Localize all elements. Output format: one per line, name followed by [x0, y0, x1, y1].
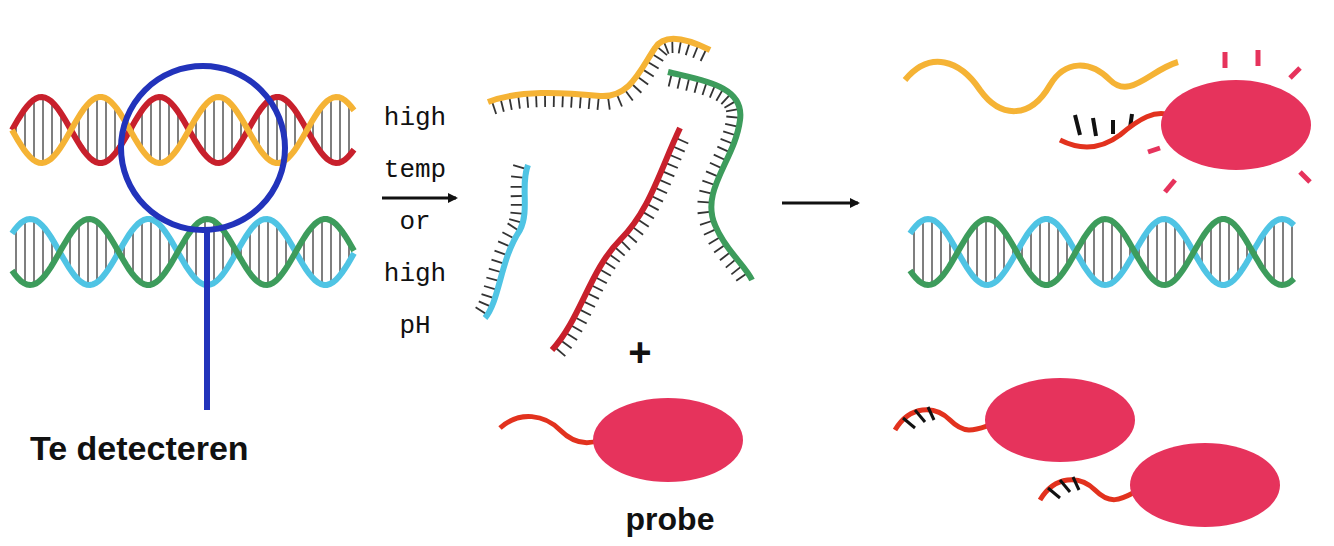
base-pair: [42, 97, 44, 163]
base-pair: [105, 231, 107, 272]
base-pair: [231, 105, 233, 155]
base-pair: [913, 228, 915, 276]
base-pair: [267, 219, 269, 285]
base-pair: [976, 224, 978, 280]
base-pair: [348, 104, 350, 156]
base-pair: [150, 100, 152, 159]
base-pair: [1156, 221, 1158, 282]
base-pair: [87, 104, 89, 156]
base-pair: [1111, 221, 1113, 283]
process-arrow: [382, 197, 456, 200]
probe-label-oval: [985, 378, 1135, 462]
base-pair: [33, 220, 35, 285]
base-pair: [24, 109, 26, 151]
dna-strand: [12, 97, 354, 163]
base-pair: [132, 229, 134, 274]
base-pair: [204, 105, 206, 155]
base-pair: [33, 100, 35, 161]
base-pair: [1273, 222, 1275, 282]
base-pair: [222, 98, 224, 162]
magnifier-ring: [121, 66, 285, 230]
base-pair: [150, 219, 152, 284]
probe-label-oval: [593, 398, 743, 482]
base-pair: [330, 98, 332, 161]
base-pair: [1102, 219, 1104, 285]
base-pair: [339, 98, 341, 163]
signal-rays: [1148, 50, 1310, 192]
probe-strand: [895, 410, 990, 430]
base-pair: [1237, 229, 1239, 276]
base-pair: [213, 98, 215, 162]
dna-strand: [910, 219, 1294, 285]
base-pair: [222, 230, 224, 274]
base-pair: [141, 221, 143, 283]
single-strands: [476, 39, 1178, 356]
base-pair: [249, 231, 251, 274]
base-pair: [195, 225, 197, 280]
base-pair: [985, 219, 987, 285]
base-pair: [87, 219, 89, 285]
base-pair: [114, 106, 116, 153]
target-label: Te detecteren: [30, 428, 350, 468]
base-pair: [940, 226, 942, 277]
base-pair: [1057, 225, 1059, 278]
base-pair: [267, 101, 269, 159]
base-pair: [1291, 223, 1293, 280]
base-pair: [1174, 224, 1176, 279]
base-pair: [1210, 226, 1212, 278]
base-pair: [258, 221, 260, 282]
base-pair: [1030, 229, 1032, 274]
base-pair: [922, 220, 924, 283]
base-pair: [1039, 221, 1041, 283]
dna-strand: [910, 219, 1294, 285]
base-pair: [1120, 230, 1122, 274]
plus-sign: +: [620, 330, 660, 374]
base-pair: [1147, 231, 1149, 274]
base-pair: [1003, 231, 1005, 272]
base-pair: [42, 226, 44, 277]
probe-label-oval: [1161, 80, 1311, 170]
probe-strand: [1060, 114, 1170, 147]
base-pair: [159, 225, 161, 278]
base-pair: [168, 101, 170, 159]
base-pair: [78, 224, 80, 280]
base-pair: [931, 220, 933, 285]
base-pair: [1093, 225, 1095, 280]
single-strand: [905, 62, 1178, 111]
base-pair: [51, 102, 53, 158]
base-pair: [159, 97, 161, 163]
base-pair: [24, 220, 26, 283]
probe-bases: [903, 407, 1079, 498]
base-pair: [105, 98, 107, 161]
single-strand: [488, 39, 710, 102]
base-pair: [312, 226, 314, 278]
base-pair: [15, 228, 17, 276]
base-pair: [1282, 219, 1284, 285]
probe-label: probe: [590, 500, 750, 538]
single-strand: [552, 128, 680, 350]
single-strand: [668, 72, 752, 280]
base-pair: [1165, 219, 1167, 285]
base-pair: [1228, 221, 1230, 284]
condition-label: high temp or high pH: [378, 92, 452, 352]
base-pair: [339, 229, 341, 276]
probe-strand: [1040, 480, 1135, 500]
single-strand: [485, 165, 528, 318]
base-pair: [330, 221, 332, 284]
probe-strand: [500, 416, 600, 442]
base-pair: [96, 98, 98, 163]
magnifier-handle: [204, 230, 210, 410]
base-pair: [1219, 219, 1221, 284]
base-pair: [96, 222, 98, 282]
process-arrow: [782, 202, 858, 205]
base-pair: [1048, 219, 1050, 284]
base-pair: [321, 106, 323, 153]
dna-strand: [12, 97, 354, 163]
base-pair: [994, 222, 996, 282]
base-pair: [321, 219, 323, 284]
base-pair: [276, 224, 278, 279]
probe-label-oval: [1130, 443, 1280, 527]
